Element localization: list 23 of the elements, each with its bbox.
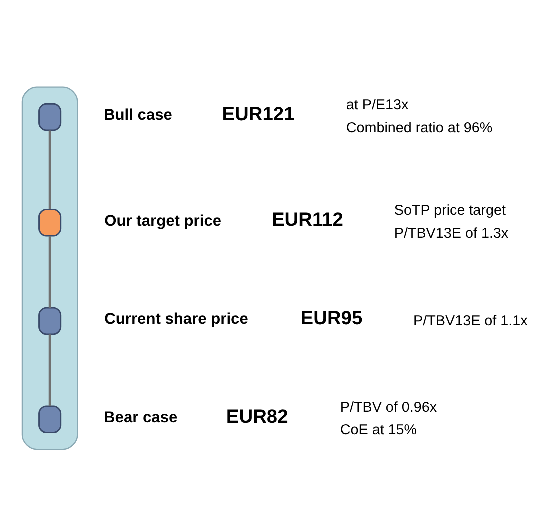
- node-label: Bull case: [104, 107, 172, 124]
- node-box: [38, 406, 62, 434]
- node-label: at P/E13x: [346, 98, 409, 114]
- node-label: Combined ratio at 96%: [346, 120, 493, 136]
- node-box: [38, 103, 62, 132]
- connector: [48, 334, 52, 406]
- node-label: EUR95: [300, 308, 363, 330]
- node-label: Current share price: [104, 311, 248, 328]
- connector: [48, 236, 52, 308]
- node-label: P/TBV of 0.96x: [340, 400, 438, 416]
- node-label: Our target price: [104, 212, 222, 230]
- node-label: EUR112: [272, 210, 344, 232]
- node-label: Bear case: [104, 409, 178, 426]
- node-box: [38, 208, 62, 237]
- node-label: SoTP price target: [394, 203, 506, 220]
- cluster: [22, 86, 78, 450]
- node-label: P/TBV13E of 1.1x: [414, 314, 528, 330]
- connector: [48, 130, 52, 210]
- node-label: P/TBV13E of 1.3x: [394, 226, 509, 242]
- node-label: EUR82: [226, 406, 288, 428]
- node-label: CoE at 15%: [340, 422, 418, 439]
- node-label: EUR121: [222, 104, 295, 126]
- node-box: [38, 307, 62, 336]
